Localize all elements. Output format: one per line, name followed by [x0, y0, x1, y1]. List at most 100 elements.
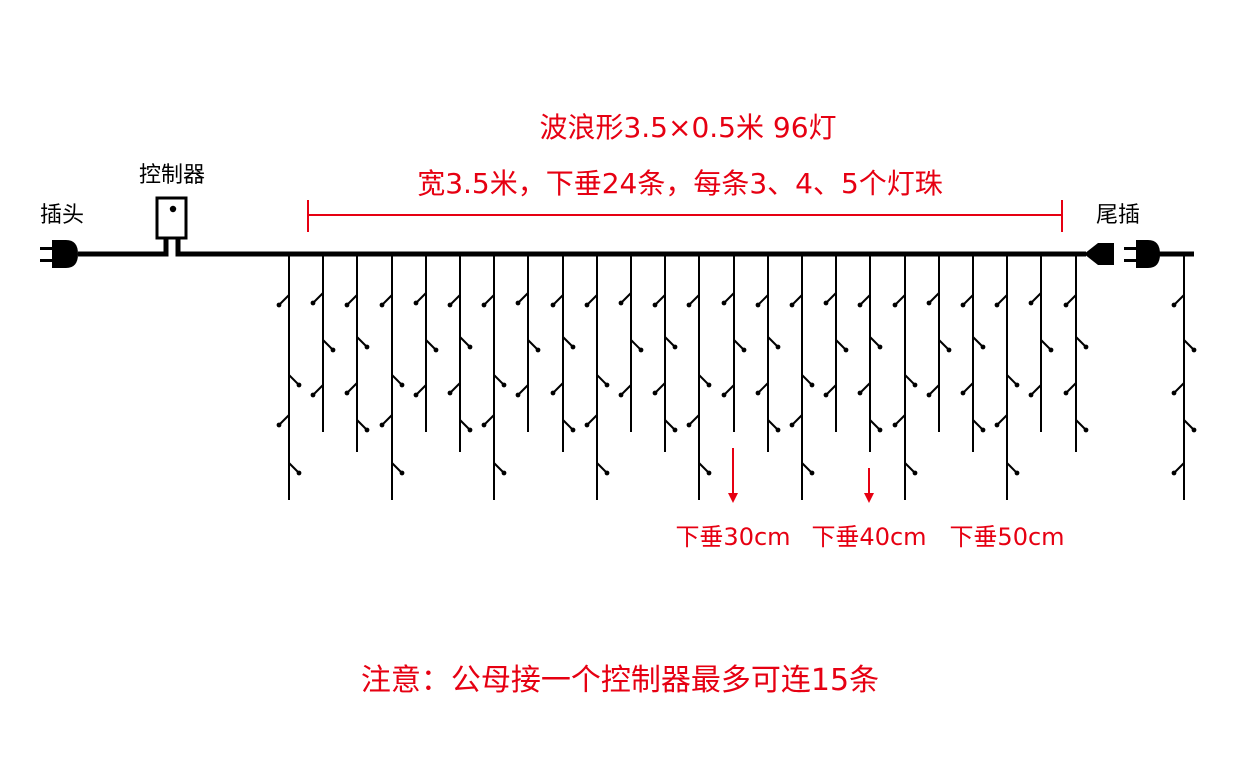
bulb [721, 392, 727, 398]
bulb [686, 422, 692, 428]
bulb [652, 302, 658, 308]
bulb [1191, 427, 1197, 433]
bulb [379, 302, 385, 308]
bulb [1083, 344, 1089, 350]
bulb [1014, 382, 1020, 388]
bulb [994, 422, 1000, 428]
bulb [775, 427, 781, 433]
bulb [706, 382, 712, 388]
bulb [276, 422, 282, 428]
bulb [877, 427, 883, 433]
bulb [1063, 302, 1069, 308]
bulb [1028, 392, 1034, 398]
bulb [501, 470, 507, 476]
drop-strand [276, 254, 302, 500]
bulb [857, 390, 863, 396]
bulb [686, 302, 692, 308]
tail-plug-label: 尾插 [1096, 203, 1140, 228]
drop-strand [344, 254, 370, 452]
drop-strand [721, 254, 747, 432]
bulb [652, 390, 658, 396]
bulb [755, 390, 761, 396]
bulb [1171, 470, 1177, 476]
drop-strand [857, 254, 883, 452]
bulb [447, 302, 453, 308]
bulb [584, 302, 590, 308]
width-dimension-line [307, 200, 1063, 232]
bulb [481, 302, 487, 308]
drop-strand [1063, 254, 1089, 452]
bulb [892, 302, 898, 308]
bulb [535, 347, 541, 353]
bulb [741, 347, 747, 353]
drop-strand [618, 254, 644, 432]
drop-strand [892, 254, 918, 500]
bulb [706, 470, 712, 476]
bulb [618, 300, 624, 306]
arrow-down-icon [728, 448, 738, 503]
title-line-2: 宽3.5米，下垂24条，每条3、4、5个灯珠 [417, 167, 943, 200]
tail-light-drop [1171, 254, 1197, 500]
bulb [912, 382, 918, 388]
bulb [296, 470, 302, 476]
bulb [926, 300, 932, 306]
drop-strand [652, 254, 678, 452]
female-socket-icon [1084, 243, 1114, 265]
bulb [550, 302, 556, 308]
bulb [809, 470, 815, 476]
bulb [823, 300, 829, 306]
drop-label-40cm: 下垂40cm [811, 523, 926, 551]
bulb [515, 300, 521, 306]
drop-strand [755, 254, 781, 452]
bulb [584, 422, 590, 428]
drop-strand [926, 254, 952, 432]
bulb [755, 302, 761, 308]
bulb [570, 344, 576, 350]
bulb [1028, 300, 1034, 306]
bulb [1171, 302, 1177, 308]
bulb [1191, 347, 1197, 353]
bulb [379, 422, 385, 428]
plug-icon [40, 240, 78, 268]
bulb [892, 422, 898, 428]
bulb [296, 382, 302, 388]
bulb [364, 344, 370, 350]
bulb [467, 427, 473, 433]
bulb [672, 344, 678, 350]
bulb [980, 427, 986, 433]
arrow-down-icon [864, 468, 874, 503]
bulb [946, 347, 952, 353]
bulb [310, 392, 316, 398]
title-line-1: 波浪形3.5×0.5米 96灯 [539, 111, 836, 144]
bulb [604, 382, 610, 388]
bulb [276, 302, 282, 308]
bulb [775, 344, 781, 350]
bulb [809, 382, 815, 388]
bulb [399, 382, 405, 388]
bulb [1014, 470, 1020, 476]
bulb [481, 422, 487, 428]
drop-strand [447, 254, 473, 452]
controller-label: 控制器 [139, 163, 205, 188]
bulb [1083, 427, 1089, 433]
bulb [618, 392, 624, 398]
drop-strand [550, 254, 576, 452]
note-text: 注意：公母接一个控制器最多可连15条 [361, 663, 879, 698]
drop-strand [960, 254, 986, 452]
bulb [638, 347, 644, 353]
bulb [550, 390, 556, 396]
bulb [843, 347, 849, 353]
bulb [413, 392, 419, 398]
drop-strand [823, 254, 849, 432]
bulb [823, 392, 829, 398]
bulb [570, 427, 576, 433]
bulb [413, 300, 419, 306]
plug-label: 插头 [40, 203, 84, 228]
drop-strand [413, 254, 439, 432]
drop-strand [379, 254, 405, 500]
bulb [467, 344, 473, 350]
drop-strand [789, 254, 815, 500]
controller-box-icon [78, 196, 260, 257]
bulb [960, 390, 966, 396]
